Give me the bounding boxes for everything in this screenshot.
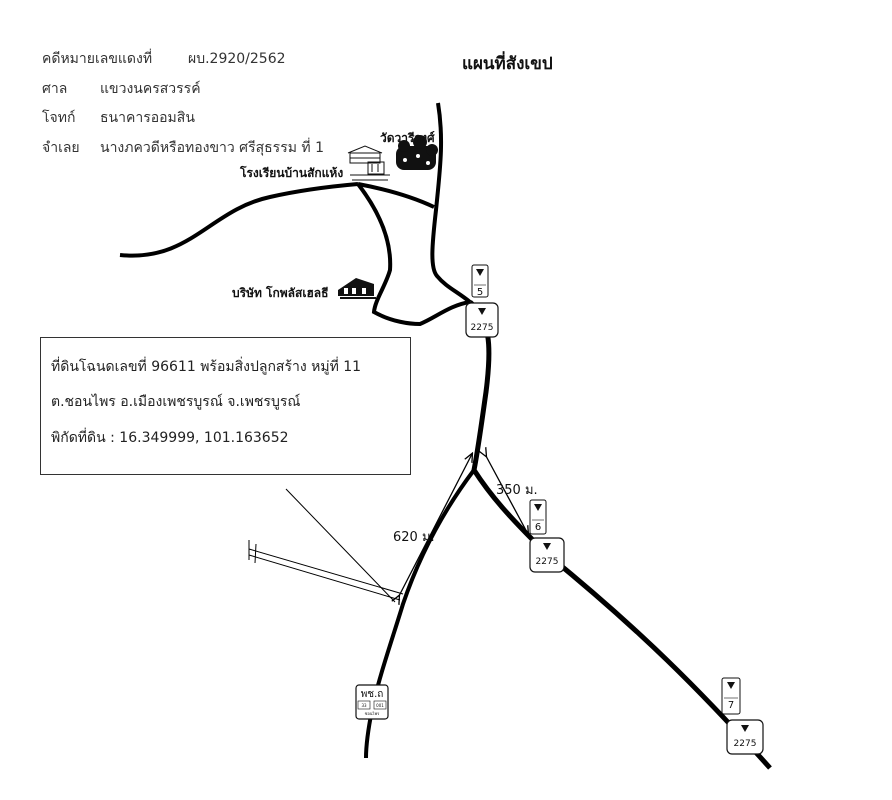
plaintiff-row: โจทก์ ธนาคารออมสิน (42, 107, 195, 129)
distance-arrow-620 (399, 454, 472, 596)
plaintiff-value: ธนาคารออมสิน (100, 110, 195, 126)
case-number-label: คดีหมายเลขแดงที่ (42, 51, 153, 67)
court-value: แขวงนครสวรรค์ (100, 81, 201, 97)
distance-350-label: 350 ม. (496, 483, 538, 498)
km-post-7-number: 7 (728, 700, 734, 711)
property-info-box: ที่ดินโฉนดเลขที่ 96611 พร้อมสิ่งปลูกสร้า… (40, 337, 411, 475)
route-shield-2275-b: 2275 (529, 537, 565, 573)
route-shield-2275-c: 2275 (726, 719, 764, 755)
plaintiff-label: โจทก์ (42, 110, 76, 126)
company-label: บริษัท โกพลัสเฮลธี (232, 285, 328, 300)
soi-road (248, 548, 404, 601)
km-post-7: 7 (721, 677, 741, 715)
local-road-sign-right: 001 (376, 703, 384, 708)
local-road-sign-bottom: ชอนไพร (365, 711, 381, 716)
distance-620-label: 620 ม. (393, 530, 435, 545)
route-shield-2275-a-number: 2275 (471, 323, 494, 333)
local-road-sign-left: 33 (361, 703, 367, 708)
route-shield-2275-a: 2275 (465, 302, 499, 338)
km-post-5-number: 5 (477, 287, 483, 298)
property-line-1: ที่ดินโฉนดเลขที่ 96611 พร้อมสิ่งปลูกสร้า… (51, 359, 362, 375)
local-road-sign: พช.ถ 33 001 ชอนไพร (355, 684, 389, 720)
km-post-6: 6 (529, 499, 547, 535)
court-label: ศาล (42, 81, 68, 97)
local-road-sign-top: พช.ถ (361, 689, 384, 700)
defendant-label: จำเลย (42, 140, 80, 156)
school-icon (347, 145, 390, 181)
route-shield-2275-c-number: 2275 (734, 739, 757, 749)
box-leader-line (285, 488, 396, 603)
map-title: แผนที่สังเขป (462, 54, 553, 74)
road-north (430, 102, 472, 304)
defendant-value: นางภควดีหรือทองขาว ศรีสุธรรม ที่ 1 (100, 140, 324, 156)
road-west (119, 182, 359, 258)
road-loop (356, 182, 471, 327)
temple-icon (396, 135, 438, 170)
road-school-east (357, 182, 435, 209)
defendant-row: จำเลย นางภควดีหรือทองขาว ศรีสุธรรม ที่ 1 (42, 137, 324, 159)
court-row: ศาล แขวงนครสวรรค์ (42, 78, 201, 100)
case-number-row: คดีหมายเลขแดงที่ ผบ.2920/2562 (42, 48, 286, 70)
school-label: โรงเรียนบ้านสักแห้ง (239, 165, 343, 180)
soi-end-mark (248, 540, 257, 564)
route-shield-2275-b-number: 2275 (536, 557, 559, 567)
km-post-5: 5 (471, 264, 489, 298)
temple-label: วัดวารีวงศ์ (380, 131, 435, 145)
property-line-2: ต.ชอนไพร อ.เมืองเพชรบูรณ์ จ.เพชรบูรณ์ (51, 394, 301, 410)
company-icon (338, 278, 376, 299)
distance-arrow-350 (486, 456, 528, 534)
case-number-value: ผบ.2920/2562 (188, 51, 286, 67)
km-post-6-number: 6 (535, 522, 541, 533)
property-line-3: พิกัดที่ดิน : 16.349999, 101.163652 (51, 430, 289, 446)
